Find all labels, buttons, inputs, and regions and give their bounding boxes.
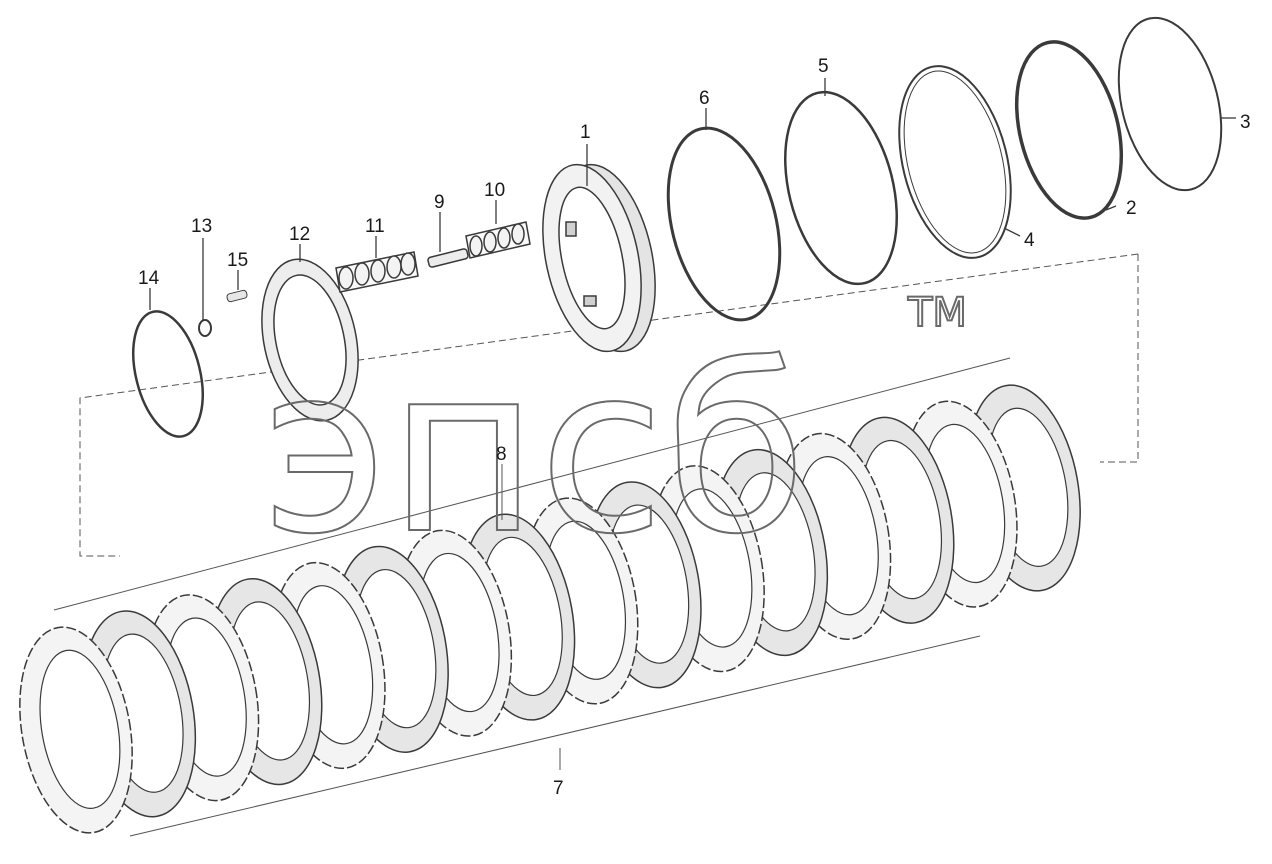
seal-rings bbox=[666, 16, 1223, 322]
callout-10: 10 bbox=[484, 180, 505, 201]
o-ring-13 bbox=[198, 319, 212, 337]
snap-ring-14 bbox=[132, 310, 204, 438]
callout-leaders bbox=[149, 78, 1236, 320]
callout-2: 2 bbox=[1126, 198, 1137, 219]
callout-14: 14 bbox=[138, 268, 160, 289]
seal-ring-4 bbox=[898, 65, 1012, 259]
callout-4: 4 bbox=[1024, 230, 1035, 251]
callout-11: 11 bbox=[365, 216, 385, 237]
callout-8: 8 bbox=[496, 444, 507, 465]
callout-7: 7 bbox=[553, 778, 564, 799]
callout-3: 3 bbox=[1240, 112, 1251, 133]
pin-15 bbox=[226, 289, 248, 303]
washer-set-10 bbox=[465, 221, 531, 259]
callout-5: 5 bbox=[818, 56, 829, 77]
callout-9: 9 bbox=[434, 192, 445, 213]
piston bbox=[542, 163, 656, 353]
seal-ring-2 bbox=[1014, 40, 1124, 220]
group-bracket-lines bbox=[53, 357, 1011, 837]
watermark: эпсб TM bbox=[261, 289, 968, 586]
callout-1: 1 bbox=[580, 122, 591, 143]
spring-set-11 bbox=[335, 251, 419, 293]
seal-ring-5 bbox=[784, 90, 898, 286]
callout-13: 13 bbox=[191, 216, 212, 237]
seal-ring-6 bbox=[666, 126, 782, 322]
watermark-logo: эпсб bbox=[262, 318, 807, 585]
callout-6: 6 bbox=[699, 88, 710, 109]
seal-ring-3 bbox=[1117, 16, 1223, 192]
callout-12: 12 bbox=[289, 224, 310, 245]
callout-labels: 1 2 3 4 5 6 7 8 9 10 11 12 13 14 15 bbox=[138, 56, 1251, 799]
retainer-plate bbox=[261, 258, 359, 422]
watermark-trademark: TM bbox=[907, 290, 967, 336]
clutch-pack bbox=[19, 384, 1081, 834]
callout-15: 15 bbox=[227, 250, 248, 271]
pin-9 bbox=[427, 248, 469, 268]
disc-bore bbox=[39, 649, 121, 809]
